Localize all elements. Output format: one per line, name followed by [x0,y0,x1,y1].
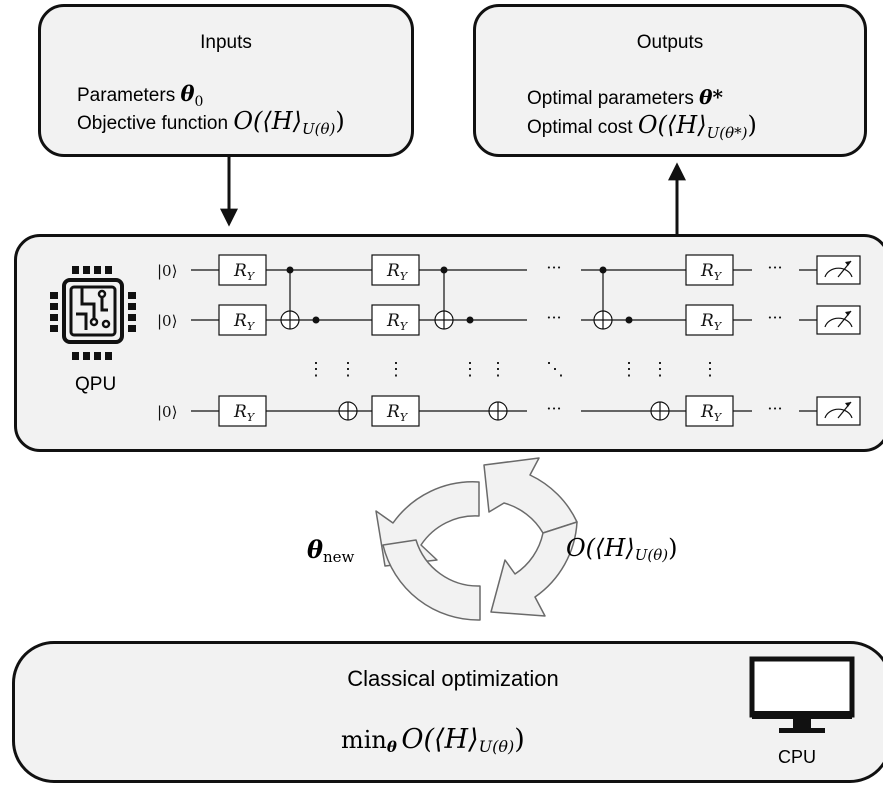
outputs-box: Outputs Optimal parameters θ* Optimal co… [473,4,867,157]
loop-objective-label: O(⟨H⟩U(θ)) [566,534,677,564]
ry-gate [685,254,734,286]
ry-gate [218,254,267,286]
objective-expression: O(⟨H⟩ [233,107,303,135]
optimal-cost-label: Optimal cost [527,117,633,138]
classical-title: Classical optimization [347,666,559,691]
inputs-box: Inputs Parameters θ0 Objective function … [38,4,414,157]
qpu-label: QPU [75,374,117,395]
vertical-ellipsis: ⋮ [387,359,405,380]
chip-icon [50,266,136,360]
theta-new-subscript: new [323,548,355,567]
loop-objective-expression: O(⟨H⟩ [566,534,635,562]
ry-gate [371,395,420,427]
vertical-ellipsis: ⋮ [651,359,669,380]
classical-expression-close: ) [514,724,525,755]
classical-objective: minθ O(⟨H⟩U(θ)) [341,724,525,756]
horizontal-ellipsis: ··· [767,258,782,277]
meter-arc [824,408,853,419]
vertical-ellipsis: ⋮ [461,359,479,380]
theta-star-symbol: θ* [699,85,723,109]
monitor-icon [749,656,855,733]
outputs-params-line: Optimal parameters θ* [527,85,723,110]
vertical-ellipsis: ⋮ [307,359,325,380]
vertical-ellipsis: ⋮ [620,359,638,380]
objective-label: Objective function [77,113,229,134]
horizontal-ellipsis: ··· [546,308,561,327]
horizontal-ellipsis: ··· [546,258,561,277]
theta-symbol: θ [180,81,195,106]
ket-zero-label: |0⟩ [157,403,177,421]
inputs-parameters-line: Parameters θ0 [77,81,203,110]
theta-new-symbol: θ [307,535,324,564]
vertical-ellipsis: ⋮ [701,359,719,380]
inputs-title: Inputs [200,32,252,53]
theta-subscript: 0 [194,93,204,110]
parameters-label: Parameters [77,85,176,106]
measurement-box [816,255,861,285]
ket-zero-label: |0⟩ [157,312,177,330]
optimal-params-label: Optimal parameters [527,88,694,109]
diagonal-ellipsis: ⋱ [546,359,564,380]
control-dot [625,316,633,324]
vertical-ellipsis: ⋮ [489,359,507,380]
ry-gate [685,395,734,427]
min-subscript: θ [386,738,397,757]
horizontal-ellipsis: ··· [546,399,561,418]
classical-expression-subscript: U(θ) [478,737,515,757]
ry-gate [218,395,267,427]
ry-gate [371,254,420,286]
horizontal-ellipsis: ··· [767,308,782,327]
min-operator: min [341,726,387,754]
ry-gate [685,304,734,336]
outputs-cost-line: Optimal cost O(⟨H⟩U(θ*)) [527,111,757,142]
vertical-ellipsis: ⋮ [339,359,357,380]
meter-needle-head [845,261,851,266]
measurement-box [816,396,861,426]
objective-close: ) [335,107,345,135]
ry-gate [371,304,420,336]
connector-arrows [220,157,686,235]
measurement-box [816,305,861,335]
theta-new-label: θnew [307,535,354,566]
optimal-cost-close: ) [747,111,757,139]
meter-needle-head [845,311,851,316]
cpu-label: CPU [778,747,817,767]
loop-objective-subscript: U(θ) [634,546,669,565]
classical-box: Classical optimization minθ O(⟨H⟩U(θ)) C… [12,641,883,783]
optimal-cost-expression: O(⟨H⟩ [637,111,707,139]
objective-subscript: U(θ) [302,119,336,138]
outputs-title: Outputs [636,32,704,53]
ry-gate [218,304,267,336]
control-dot [466,316,474,324]
meter-needle-head [845,402,851,407]
classical-expression: O(⟨H⟩ [401,724,479,755]
meter-arc [824,267,853,278]
meter-arc [824,317,853,328]
ket-zero-label: |0⟩ [157,262,177,280]
optimal-cost-subscript: U(θ*) [706,123,748,142]
inputs-objective-line: Objective function O(⟨H⟩U(θ)) [77,107,345,138]
horizontal-ellipsis: ··· [767,399,782,418]
loop-objective-close: ) [668,534,678,562]
control-dot [312,316,320,324]
